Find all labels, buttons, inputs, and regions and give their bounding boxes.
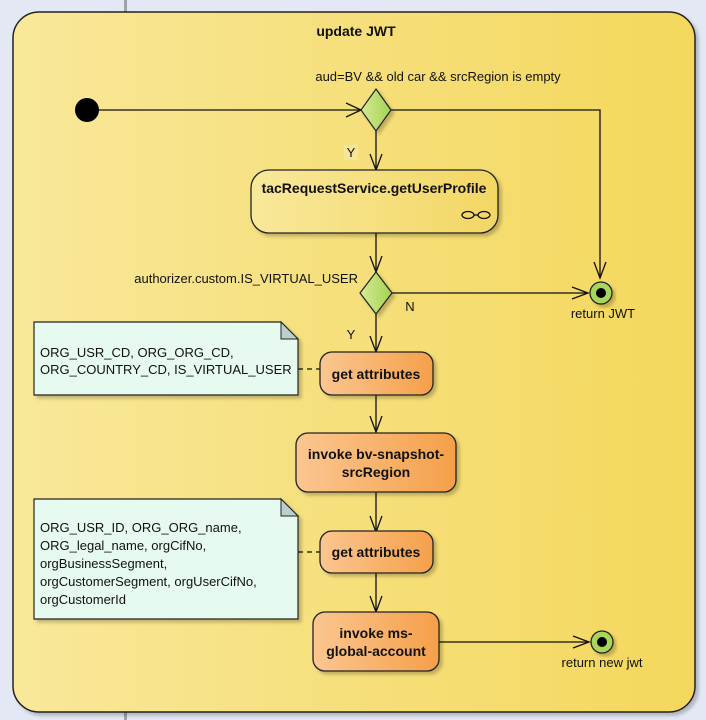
arrowhead	[369, 415, 383, 434]
note1-line: ORG_USR_CD, ORG_ORG_CD,	[40, 345, 234, 360]
action-invoke-ms-global-account-line: invoke ms-	[339, 625, 412, 641]
action-get-attributes-2[interactable]: get attributes	[319, 530, 434, 574]
note2-line: orgCustomerSegment, orgUserCifNo,	[40, 574, 257, 589]
final-node-return-jwt-label: return JWT	[571, 306, 635, 321]
final-node-return-new-jwt-label: return new jwt	[562, 655, 643, 670]
action-get-attributes-2-label: get attributes	[332, 544, 421, 560]
action-invoke-ms-global-account[interactable]: invoke ms- global-account	[312, 611, 440, 672]
action-get-user-profile[interactable]: tacRequestService.getUserProfile	[250, 169, 499, 234]
note2-line: ORG_USR_ID, ORG_ORG_name,	[40, 520, 242, 535]
initial-node[interactable]	[75, 98, 99, 122]
decision2-no-label: N	[405, 299, 414, 314]
arrowhead	[572, 635, 591, 649]
action-invoke-bv-snapshot-line: invoke bv-snapshot-	[308, 446, 444, 462]
note-attributes-2[interactable]: ORG_USR_ID, ORG_ORG_name, ORG_legal_name…	[33, 497, 300, 620]
decision1-guard-label: aud=BV && old car && srcRegion is empty	[315, 69, 561, 84]
action-get-attributes-1-label: get attributes	[332, 366, 421, 382]
note2-line: orgCustomerId	[40, 592, 126, 607]
decision2-yes-label: Y	[347, 327, 356, 342]
action-invoke-bv-snapshot-line: srcRegion	[342, 464, 410, 480]
action-get-user-profile-label: tacRequestService.getUserProfile	[262, 180, 487, 196]
action-get-attributes-1[interactable]: get attributes	[319, 351, 434, 396]
action-invoke-ms-global-account-line: global-account	[326, 643, 426, 659]
note-attributes-1[interactable]: ORG_USR_CD, ORG_ORG_CD, ORG_COUNTRY_CD, …	[33, 320, 300, 396]
note1-line: ORG_COUNTRY_CD, IS_VIRTUAL_USER	[40, 362, 292, 377]
action-invoke-bv-snapshot[interactable]: invoke bv-snapshot- srcRegion	[295, 432, 457, 493]
arrowhead	[593, 261, 607, 280]
background-lifeline-top	[124, 0, 127, 14]
activity-title: update JWT	[316, 23, 396, 39]
flow-decision1-to-final1	[391, 109, 601, 278]
decision2-guard-label: authorizer.custom.IS_VIRTUAL_USER	[134, 271, 358, 286]
decision1-yes-label: Y	[347, 145, 356, 160]
final-node-return-jwt[interactable]	[589, 281, 613, 305]
background-lifeline-bottom	[124, 712, 127, 720]
note2-line: ORG_legal_name, orgCifNo,	[40, 538, 206, 553]
decision-node-1[interactable]	[360, 87, 392, 133]
final-node-return-new-jwt[interactable]	[590, 630, 614, 654]
note2-line: orgBusinessSegment,	[40, 556, 167, 571]
rake-icon	[461, 210, 491, 220]
arrowhead	[571, 286, 590, 300]
decision-node-2[interactable]	[359, 271, 393, 315]
